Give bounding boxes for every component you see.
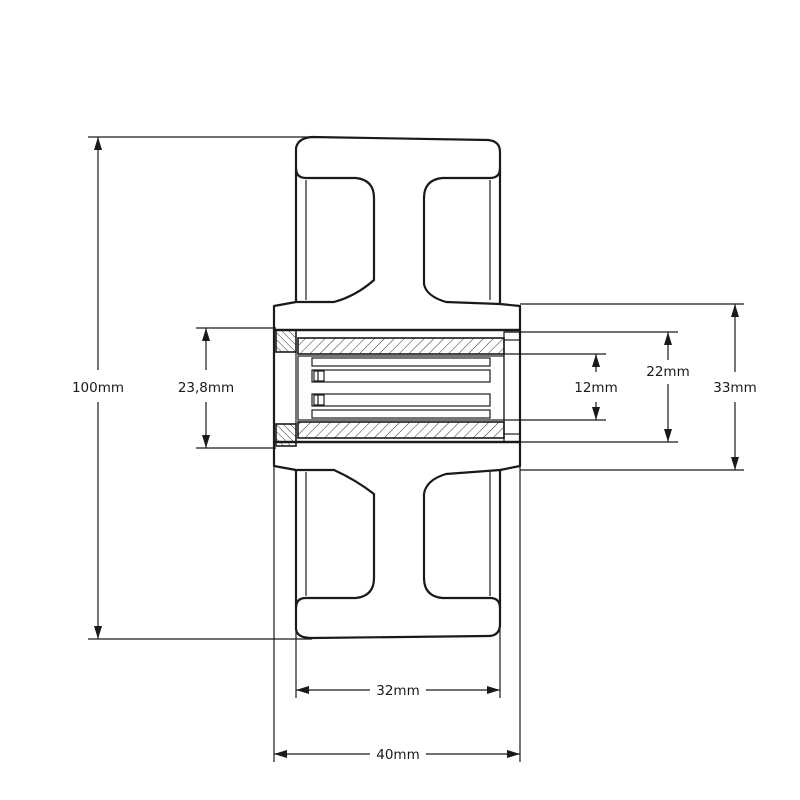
dim-hub: 33mm [520,303,757,471]
outer-race-upper [297,337,505,355]
dim-overall-diameter: 100mm [72,136,312,640]
dim-label-23-8mm: 23,8mm [178,380,234,396]
outer-race-lower [297,421,505,439]
dimension-lines: 100mm 23,8mm 12mm [72,136,757,763]
needle-roller-4 [311,409,491,419]
needle-roller-1 [311,357,491,367]
dim-label-22mm: 22mm [646,364,689,380]
dim-shaft: 12mm [504,353,618,421]
dim-tread-width: 32mm [295,608,501,699]
left-cap-upper [275,329,297,353]
needle-roller-2 [311,369,491,383]
dim-label-100mm: 100mm [72,380,124,396]
upper-tyre-section [272,135,522,332]
dim-inner: 22mm [504,331,690,443]
left-cap-lower [275,423,297,447]
wheel-body [272,135,522,640]
needle-roller-3 [311,393,491,407]
dim-label-32mm: 32mm [376,683,419,699]
retainer-mark-upper [313,370,325,382]
right-end-ring [503,331,521,443]
dim-label-33mm: 33mm [713,380,756,396]
retainer-mark-lower [313,394,325,406]
bearing-assembly [272,328,522,447]
dim-hub-width: 40mm [273,466,521,763]
dim-label-12mm: 12mm [574,380,617,396]
dim-bearing-bore: 23,8mm [178,327,276,449]
dim-label-40mm: 40mm [376,747,419,763]
lower-tyre-section [272,440,522,640]
